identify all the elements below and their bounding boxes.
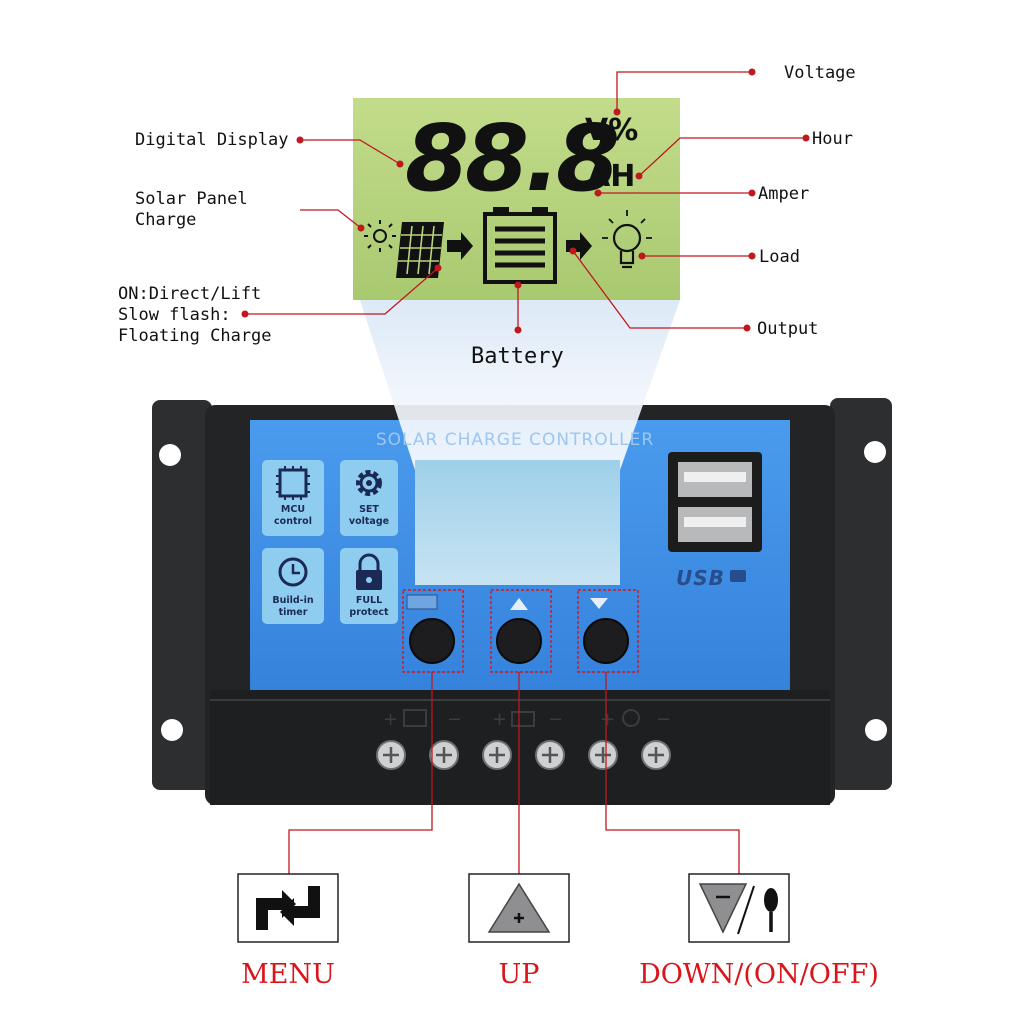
mount-hole <box>159 444 181 466</box>
feature-timer-line2: timer <box>279 607 308 618</box>
chip-icon <box>276 466 310 500</box>
callout-solar-panel-line1: Solar Panel <box>135 189 248 209</box>
usb-label: USB <box>676 566 725 590</box>
callout-hour: Hour <box>812 129 853 149</box>
callout-battery: Battery <box>471 344 564 369</box>
lcd-unit-top: V% <box>585 113 638 148</box>
gear-icon <box>356 470 382 496</box>
mount-hole <box>161 719 183 741</box>
usb-plug-icon <box>730 570 746 582</box>
menu-button-frame <box>402 589 464 673</box>
battery-terminal-icon <box>511 711 535 727</box>
feature-protect-line1: FULL <box>356 595 382 606</box>
down-legend <box>688 873 790 943</box>
screw-terminals <box>376 740 671 770</box>
bulb-icon <box>602 210 652 269</box>
terminal-strip <box>210 690 830 805</box>
callout-amper: Amper <box>758 184 809 204</box>
battery-icon <box>483 207 557 284</box>
plus-icon <box>514 913 524 923</box>
feature-protect-line2: protect <box>349 607 389 618</box>
solar-panel-icon <box>396 222 444 278</box>
callout-status-line2: Slow flash: <box>118 305 231 325</box>
callout-status-line1: ON:Direct/Lift <box>118 284 261 304</box>
clock-icon <box>278 557 308 587</box>
up-button[interactable] <box>496 618 542 664</box>
down-button-frame <box>577 589 639 673</box>
projection-beam <box>360 300 680 470</box>
load-terminal-icon <box>622 709 640 727</box>
terminal-markings: + − + − + − <box>383 709 671 730</box>
up-caption: UP <box>499 959 540 990</box>
callout-status-line3: Floating Charge <box>118 326 272 346</box>
svg-text:+: + <box>383 709 398 730</box>
mount-tab-left <box>152 400 212 790</box>
solar-terminal-icon <box>403 709 427 727</box>
cycle-arrows-icon <box>256 886 320 930</box>
device-lcd <box>415 460 620 585</box>
mount-hole <box>864 441 886 463</box>
brand-label: SOLAR CHARGE CONTROLLER <box>376 430 654 450</box>
down-legend-icon <box>590 598 608 609</box>
up-triangle-icon <box>487 882 551 933</box>
callout-output: Output <box>757 319 818 339</box>
usb-port[interactable] <box>668 452 762 552</box>
up-button-frame <box>490 589 552 673</box>
menu-legend <box>237 873 339 943</box>
down-button[interactable] <box>583 618 629 664</box>
arrow-right-icon <box>566 232 592 260</box>
feature-timer-line1: Build-in <box>272 595 314 606</box>
feature-tiles: MCU control SET voltage Build-in timer F… <box>262 460 398 624</box>
down-caption: DOWN/(ON/OFF) <box>639 959 879 990</box>
slash-icon <box>737 885 755 935</box>
svg-text:−: − <box>447 709 462 730</box>
menu-button[interactable] <box>409 618 455 664</box>
down-triangle-icon <box>698 883 748 934</box>
callout-solar-panel-line2: Charge <box>135 210 196 230</box>
lcd-digits: 88.8 <box>405 105 617 212</box>
svg-text:−: − <box>656 709 671 730</box>
feature-set-line1: SET <box>359 504 379 515</box>
sun-icon <box>364 220 396 252</box>
callout-load: Load <box>759 247 800 267</box>
callout-digital-display: Digital Display <box>135 130 289 150</box>
callout-leaders <box>241 68 810 874</box>
menu-legend-icon <box>406 594 438 610</box>
menu-caption: MENU <box>241 959 335 990</box>
arrow-right-icon <box>447 232 473 260</box>
feature-mcu-line1: MCU <box>281 504 305 515</box>
lcd-unit-bottom: AH <box>587 159 635 194</box>
svg-text:+: + <box>600 709 615 730</box>
mount-hole <box>865 719 887 741</box>
lock-icon <box>356 553 382 590</box>
feature-mcu-line2: control <box>274 516 312 527</box>
bulb-power-icon <box>764 888 778 932</box>
up-legend <box>468 873 570 943</box>
svg-text:−: − <box>548 709 563 730</box>
feature-tile-set <box>340 460 398 536</box>
svg-text:+: + <box>492 709 507 730</box>
up-legend-icon <box>510 598 528 610</box>
callout-voltage: Voltage <box>784 63 856 83</box>
feature-set-line2: voltage <box>349 516 389 527</box>
mount-tab-right <box>830 398 892 790</box>
